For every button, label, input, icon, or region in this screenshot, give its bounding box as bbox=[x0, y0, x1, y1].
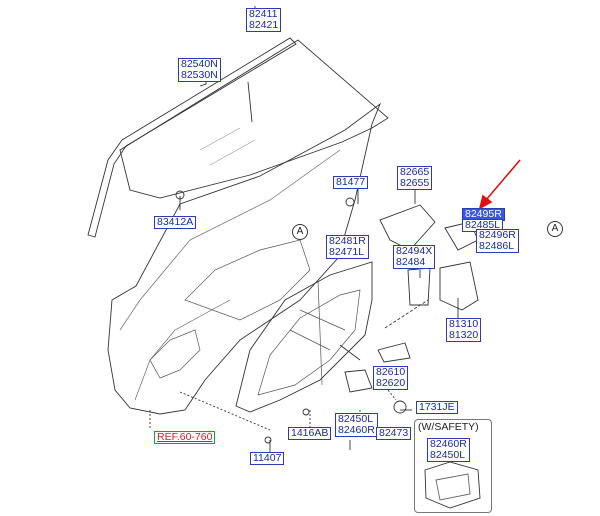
safety-note-title: (W/SAFETY) bbox=[418, 421, 479, 433]
part-label-11407[interactable]: 11407 bbox=[250, 452, 285, 465]
part-label-81477[interactable]: 81477 bbox=[333, 176, 369, 189]
part-label-82473[interactable]: 82473 bbox=[376, 427, 412, 440]
door-outer-panel bbox=[107, 102, 382, 415]
glass-run-channel bbox=[87, 37, 297, 238]
door-latch bbox=[439, 261, 479, 311]
door-module bbox=[235, 261, 373, 413]
part-label-82665[interactable]: 82665 82655 bbox=[397, 166, 433, 190]
window-glass bbox=[119, 39, 389, 199]
part-label-82481r[interactable]: 82481R 82471L bbox=[326, 235, 369, 259]
part-label-1731je[interactable]: 1731JE bbox=[416, 401, 458, 414]
part-label-82540n[interactable]: 82540N 82530N bbox=[178, 58, 221, 82]
part-label-82610[interactable]: 82610 82620 bbox=[373, 366, 409, 390]
part-label-82450l[interactable]: 82450L 82460R bbox=[335, 413, 378, 437]
part-label-82496r[interactable]: 82496R 82486L bbox=[476, 229, 519, 253]
part-label-82411[interactable]: 82411 82421 bbox=[246, 8, 282, 32]
callout-a-left: A bbox=[292, 224, 308, 240]
part-label-82494x[interactable]: 82494X 82484 bbox=[393, 245, 436, 269]
reference-link-60-760[interactable]: REF.60-760 bbox=[154, 431, 216, 444]
highlight-arrow bbox=[478, 159, 521, 210]
safety-note-box bbox=[414, 419, 492, 513]
callout-a-right: A bbox=[547, 221, 563, 237]
part-label-82460r[interactable]: 82460R 82450L bbox=[427, 438, 470, 462]
part-label-83412a[interactable]: 83412A bbox=[154, 216, 197, 229]
part-label-81310[interactable]: 81310 81320 bbox=[446, 318, 482, 342]
part-label-1416ab[interactable]: 1416AB bbox=[288, 427, 332, 440]
